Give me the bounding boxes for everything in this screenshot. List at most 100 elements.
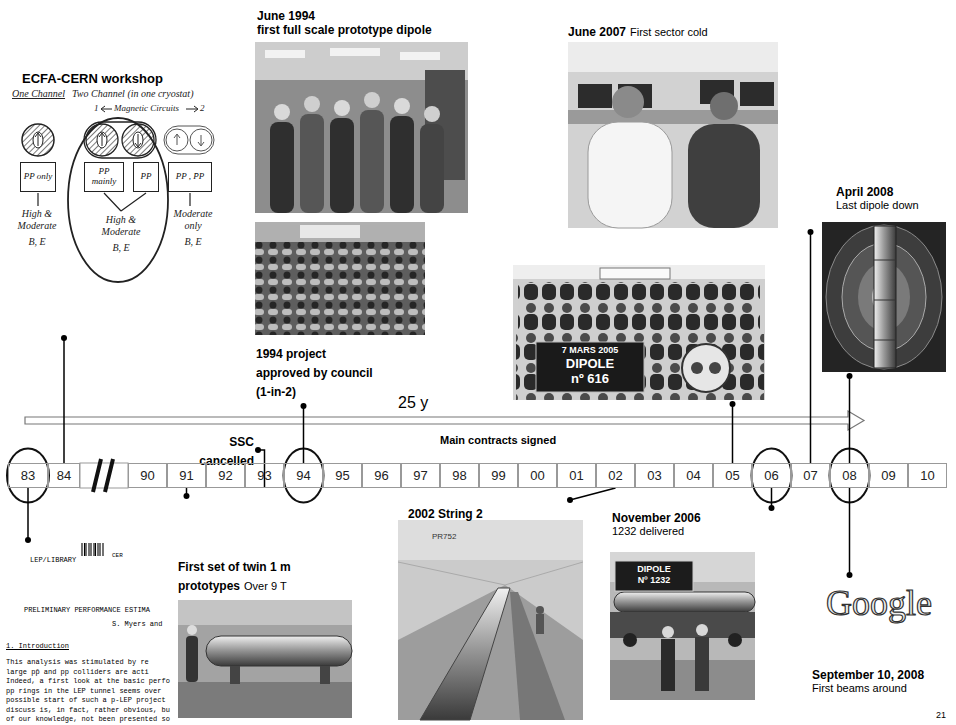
photo-panel: April 2008Last dipole down	[820, 183, 950, 376]
year-cell: 00	[518, 463, 557, 488]
doodle-panel: GoogleSeptember 10, 2008First beams arou…	[805, 575, 951, 709]
photo-image	[178, 600, 352, 718]
caption-text: PR752	[432, 532, 456, 541]
caption-group: 1. Introduction	[6, 634, 69, 652]
year-label: 91	[179, 468, 193, 483]
caption-group: S. Myers and	[112, 612, 162, 630]
caption-group: pp rings in the LEP tunnel seems over	[6, 679, 161, 697]
caption-group: September 10, 2008First beams around	[812, 668, 946, 696]
caption-group: large pp̄ and pp colliders are acti	[6, 660, 149, 678]
leader-dot	[184, 493, 190, 499]
photo-panel: June 1994first full scale prototype dipo…	[255, 8, 469, 215]
photo-image	[822, 222, 946, 372]
photo-panel: 2002 String 2 PR752	[398, 500, 584, 722]
leader-dot	[847, 572, 853, 578]
caption-group: 1994 project approved by council (1-in-2…	[256, 343, 376, 401]
caption-text: possible start of such a p-LEP project	[6, 696, 166, 704]
year-cell: 96	[362, 463, 401, 488]
year-label: 98	[452, 468, 466, 483]
caption-text: September 10, 2008	[812, 668, 946, 682]
leader-dot	[730, 401, 736, 407]
photo-panel: November 20061232 deliveredDIPOLENº 1232	[607, 508, 779, 704]
caption-group: November 20061232 delivered	[612, 511, 762, 539]
year-cell: 84	[48, 463, 80, 488]
year-cell: 98	[440, 463, 479, 488]
photo-panel: First set of twin 1 m prototypesOver 9 T	[174, 496, 354, 722]
leader-dot	[61, 335, 67, 341]
caption-text: Google	[812, 584, 946, 624]
leader-dot	[255, 447, 261, 453]
caption-text: 1232 delivered	[612, 525, 762, 538]
caption-group: First set of twin 1 m prototypesOver 9 T	[178, 556, 348, 594]
photo-image	[255, 42, 468, 213]
caption-text: large pp̄ and pp colliders are acti	[6, 668, 149, 676]
year-cell: 09	[869, 463, 908, 488]
sketch-label: B, E	[172, 236, 214, 248]
sketch-label: B, E	[98, 242, 144, 254]
caption-group: Google	[812, 584, 946, 624]
caption-text: LEP/LIBRARY	[30, 556, 76, 564]
year-label: 06	[764, 468, 778, 483]
year-cell: 92	[206, 463, 245, 488]
year-label: 05	[725, 468, 739, 483]
sketch-text: PP only	[24, 172, 53, 182]
sketch-box: PP only	[20, 162, 56, 192]
sketch-box: PP , P̄P	[168, 162, 212, 192]
sketch-label: B, E	[14, 236, 60, 248]
photo-image	[568, 42, 778, 228]
caption-text: First sector cold	[630, 26, 708, 38]
caption-text: 2002 String 2	[408, 507, 483, 521]
year-label: 02	[608, 468, 622, 483]
photo-panel: June 2007First sector cold	[566, 16, 816, 232]
sketch-box: PP	[133, 162, 159, 192]
timeline-arrow	[25, 411, 864, 430]
year-label: 09	[881, 468, 895, 483]
sketch-box: PP mainly	[84, 162, 124, 192]
leader-line	[27, 488, 29, 540]
year-label: 07	[803, 468, 817, 483]
caption-text: CER	[112, 552, 123, 559]
leader-line	[732, 404, 734, 463]
caption-group: This analysis was stimulated by re	[6, 650, 149, 668]
caption-group: PR752	[432, 524, 492, 543]
year-label: 04	[686, 468, 700, 483]
year-label: 83	[21, 468, 35, 483]
photo-image	[513, 265, 765, 400]
caption-group: Indeed, a first look at the basic perfo	[6, 669, 170, 687]
year-cell: 08	[830, 463, 869, 488]
caption-group: 2002 String 2	[408, 503, 578, 522]
year-label: 84	[57, 468, 71, 483]
caption-text: first full scale prototype dipole	[257, 23, 467, 37]
caption-group: LEP/LIBRARY	[30, 548, 76, 566]
year-label: 03	[647, 468, 661, 483]
caption-text: First beams around	[812, 682, 946, 695]
photo-image	[255, 222, 425, 335]
caption-text: DIPOLE	[537, 356, 643, 372]
year-label: 01	[569, 468, 583, 483]
duration-label: 25 y	[398, 393, 428, 412]
year-cell: 93	[245, 463, 284, 488]
year-cell: 07	[791, 463, 830, 488]
caption-text: Last dipole down	[836, 199, 946, 212]
period-label: Main contracts signed	[440, 434, 556, 447]
year-label: 10	[920, 468, 934, 483]
year-label: 96	[374, 468, 388, 483]
leader-dot	[301, 403, 307, 409]
leader-line	[849, 488, 851, 575]
sketch-panel: ECFA-CERN workshopPP onlyPP mainlyPPPP ,…	[14, 60, 214, 338]
caption-text: discuss is, in fact, rather obvious, bu	[6, 706, 170, 714]
caption-text: Over 9 T	[244, 580, 287, 592]
caption-text: November 2006	[612, 511, 762, 525]
hand-sketch	[22, 106, 214, 282]
leader-dot	[25, 537, 31, 543]
barcode	[82, 543, 103, 556]
year-cell: 01	[557, 463, 596, 488]
year-cell: 99	[479, 463, 518, 488]
photo-panel: 7 MARS 2005DIPOLEnº 616	[512, 264, 766, 404]
caption-group: discuss is, in fact, rather obvious, bu	[6, 698, 170, 716]
leader-line	[63, 338, 65, 463]
caption-group: 7 MARS 2005DIPOLEnº 616	[537, 345, 643, 387]
caption-text: 1994 project approved by council (1-in-2…	[256, 347, 373, 399]
caption-group: June 1994first full scale prototype dipo…	[257, 9, 467, 38]
year-cell: 06	[752, 463, 791, 488]
